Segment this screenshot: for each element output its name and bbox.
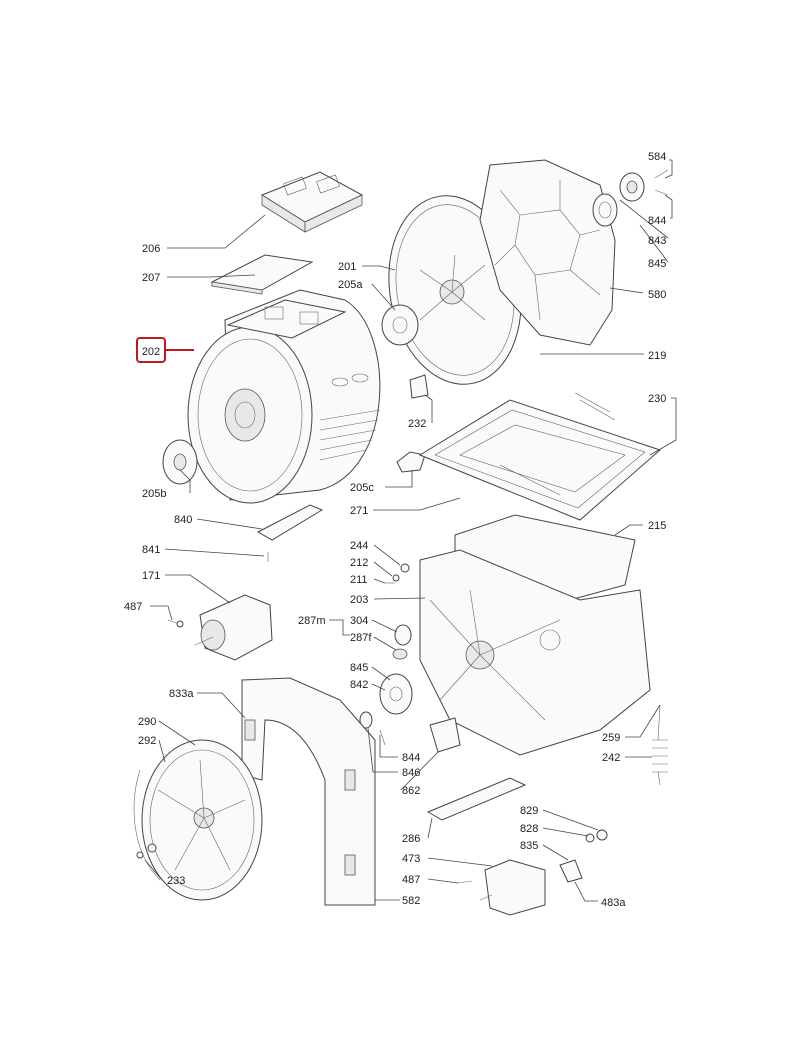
label-203: 203 (350, 594, 368, 606)
label-212: 212 (350, 557, 368, 569)
part-487-screw-a (167, 619, 184, 628)
label-207: 207 (142, 272, 160, 284)
part-580-rear-panel (479, 159, 616, 346)
part-206-bracket (260, 171, 364, 233)
label-201: 201 (338, 261, 356, 273)
label-205a: 205a (338, 279, 363, 291)
leader-lines (144, 159, 677, 902)
label-473: 473 (402, 853, 420, 865)
part-290-pulley (141, 739, 263, 901)
part-205c-bracket (396, 451, 426, 473)
part-862-sensor (429, 717, 461, 753)
label-219: 219 (648, 350, 666, 362)
label-584: 584 (648, 151, 666, 163)
highlight-box[interactable] (136, 337, 166, 363)
label-845-top: 845 (648, 258, 666, 270)
label-487-top: 487 (124, 601, 142, 613)
label-582: 582 (402, 895, 420, 907)
label-845-mid: 845 (350, 662, 368, 674)
part-203-tub (419, 514, 651, 756)
label-205b: 205b (142, 488, 166, 500)
label-292: 292 (138, 735, 156, 747)
label-842: 842 (350, 679, 368, 691)
label-205c: 205c (350, 482, 374, 494)
label-846: 846 (402, 767, 420, 779)
part-271-gasket (418, 399, 661, 521)
part-473-pump (479, 859, 546, 916)
part-233-screw (136, 843, 157, 859)
part-207-plate (210, 254, 314, 295)
part-232-clip (409, 374, 429, 399)
part-244-washer (392, 563, 410, 582)
label-487-bottom: 487 (402, 874, 420, 886)
label-171: 171 (142, 570, 160, 582)
label-287f: 287f (350, 632, 372, 644)
label-844-top: 844 (648, 215, 666, 227)
label-287m: 287m (298, 615, 326, 627)
label-211: 211 (350, 574, 368, 586)
label-835: 835 (520, 840, 538, 852)
part-483a-filter (559, 859, 583, 883)
label-232: 232 (408, 418, 426, 430)
label-862: 862 (402, 785, 420, 797)
label-215: 215 (648, 520, 666, 532)
part-840-lifter (256, 504, 324, 541)
part-171-motor (194, 594, 273, 661)
label-206: 206 (142, 243, 160, 255)
label-271: 271 (350, 505, 368, 517)
label-844-mid: 844 (402, 752, 420, 764)
label-244: 244 (350, 540, 368, 552)
label-843: 843 (648, 235, 666, 247)
label-259: 259 (602, 732, 620, 744)
part-202-drum (187, 289, 381, 504)
part-487-screw-b (457, 880, 473, 884)
label-841: 841 (142, 544, 160, 556)
part-205b-flange (162, 439, 198, 485)
label-304: 304 (350, 615, 368, 627)
label-242: 242 (602, 752, 620, 764)
label-833a: 833a (169, 688, 194, 700)
part-842-bearing (359, 673, 413, 746)
part-286-heater (426, 777, 527, 821)
part-230-screws (574, 392, 616, 421)
part-829-seal (585, 829, 608, 843)
part-292-belt (133, 769, 161, 881)
part-242-spring (652, 704, 668, 786)
label-233: 233 (167, 875, 185, 887)
part-labels: 584 844 843 845 580 206 207 201 205a 219… (124, 151, 666, 909)
part-304-plug (392, 624, 412, 660)
label-828: 828 (520, 823, 538, 835)
part-582-frame (241, 677, 376, 906)
label-829: 829 (520, 805, 538, 817)
label-290: 290 (138, 716, 156, 728)
label-230: 230 (648, 393, 666, 405)
label-483a: 483a (601, 897, 626, 909)
label-286: 286 (402, 833, 420, 845)
highlight-label[interactable]: 202 (142, 346, 160, 358)
part-205a-flange (381, 304, 419, 346)
part-843-hub (592, 169, 669, 227)
label-580: 580 (648, 289, 666, 301)
label-840: 840 (174, 514, 192, 526)
